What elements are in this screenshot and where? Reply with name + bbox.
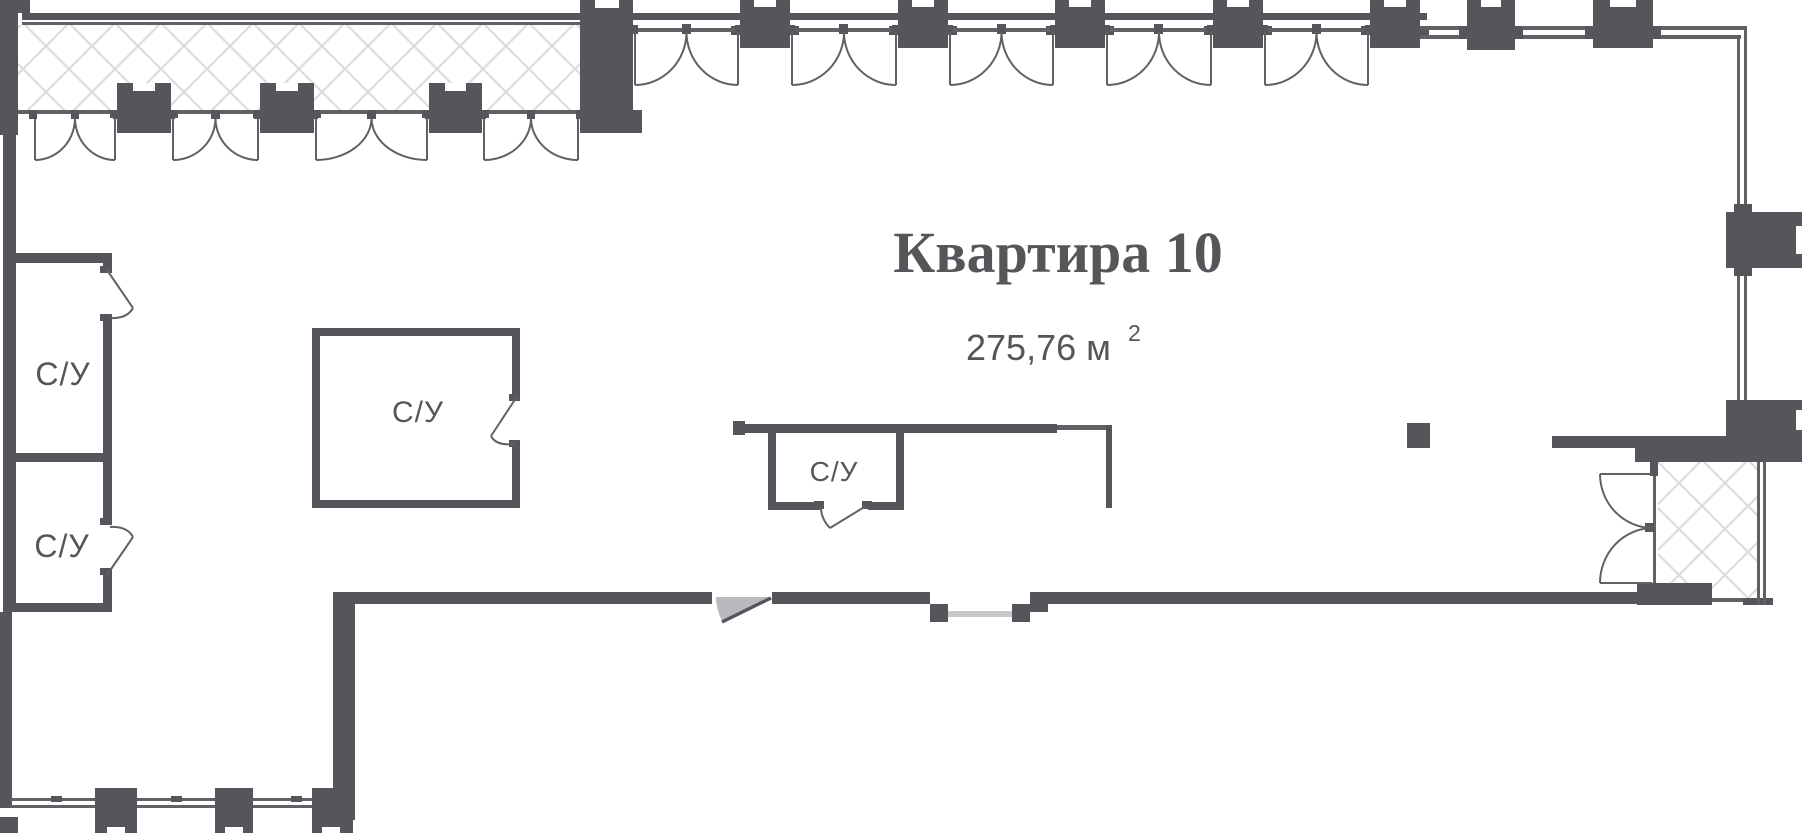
bottom-wall — [333, 592, 1637, 820]
bathroom-center: С/У — [312, 328, 520, 508]
right-edge-pier-2 — [1726, 400, 1802, 436]
entrance-door-swing — [716, 596, 772, 624]
top-wall-door-lintels — [630, 24, 1373, 34]
entrance-threshold — [948, 611, 1012, 617]
bathroom-center-door — [490, 397, 517, 446]
top-wall-piers — [731, 0, 1429, 48]
balcony-end-pier — [580, 0, 633, 133]
bathroom-left-bottom-door — [106, 525, 134, 576]
right-edge-pier — [1726, 212, 1802, 268]
top-balcony-doors — [34, 117, 579, 161]
bathroom-label: С/У — [35, 356, 90, 392]
balcony-inner-line — [22, 22, 580, 25]
right-window-wall — [1420, 0, 1802, 436]
top-balcony — [18, 0, 1427, 133]
bathroom-left-top: С/У — [4, 253, 134, 453]
bathroom-left-bottom: С/У — [4, 453, 134, 612]
right-balcony-hatch — [1658, 462, 1758, 598]
left-outer-wall — [0, 0, 30, 808]
right-interior-wall — [1407, 423, 1802, 462]
hall-wall — [733, 421, 1112, 508]
apartment-area: 275,76 м — [966, 327, 1111, 368]
bottom-window-wall — [0, 788, 353, 833]
bathroom-label: С/У — [34, 528, 89, 564]
top-balcony-door-jambs — [29, 110, 582, 119]
interior-column — [1407, 423, 1430, 448]
apartment-area-superscript: 2 — [1128, 320, 1141, 346]
bathroom-hall-door — [820, 505, 867, 529]
apartment-title: Квартира 10 — [893, 220, 1223, 285]
bathroom-label: С/У — [810, 456, 859, 487]
bathroom-hall: С/У — [768, 433, 904, 529]
bathroom-left-top-door — [106, 269, 134, 320]
right-balcony — [1637, 462, 1773, 605]
right-balcony-frame — [1653, 474, 1656, 583]
right-balcony-doors — [1599, 473, 1653, 584]
top-outer-wall — [22, 13, 1427, 20]
bathroom-label: С/У — [392, 396, 444, 429]
top-wall-doors — [634, 31, 1369, 86]
